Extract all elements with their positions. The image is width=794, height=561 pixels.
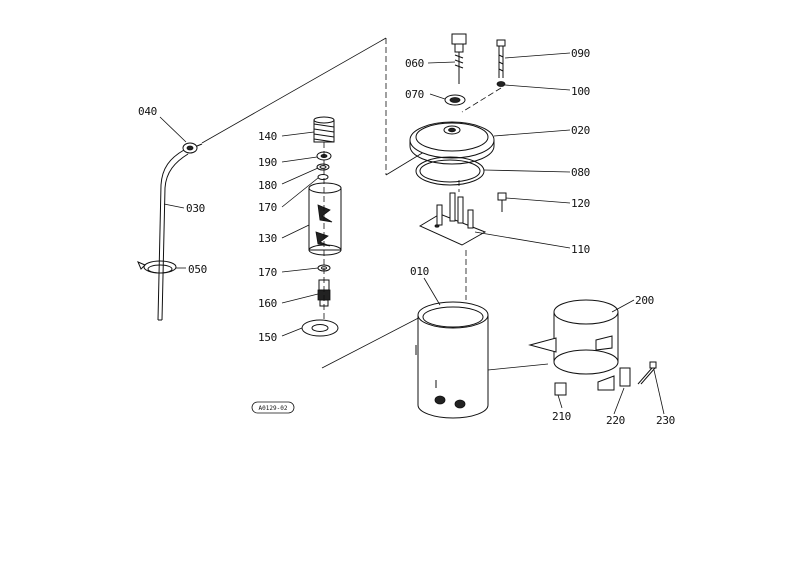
label-200: 200	[635, 294, 654, 307]
head-cover-020	[409, 121, 495, 165]
seal-170-upper	[317, 174, 329, 180]
label-050: 050	[188, 263, 207, 276]
bolt-120	[497, 192, 507, 212]
part-labels: 040 030 050 140 190 180 170 130 170 160 …	[138, 47, 675, 427]
gasket-150	[301, 319, 339, 337]
label-170-upper: 170	[258, 201, 277, 214]
label-090: 090	[571, 47, 590, 60]
label-220: 220	[606, 414, 625, 427]
label-210: 210	[552, 410, 571, 423]
clamp-band-200	[528, 299, 619, 391]
label-080: 080	[571, 166, 590, 179]
washer-100	[496, 81, 506, 87]
label-190: 190	[258, 156, 277, 169]
label-130: 130	[258, 232, 277, 245]
drawing-code-stamp: A0129-02	[251, 401, 295, 414]
washer-070	[444, 94, 466, 106]
label-230: 230	[656, 414, 675, 427]
banjo-fitting-040	[182, 142, 203, 154]
bolt-axis-dash	[461, 87, 502, 113]
o-ring-080	[415, 156, 485, 186]
leader-to-bowl	[321, 311, 431, 369]
label-100: 100	[571, 85, 590, 98]
label-170-lower: 170	[258, 266, 277, 279]
bracket-110	[418, 192, 487, 246]
leader-bowl-to-clamp	[487, 363, 549, 371]
label-120: 120	[571, 197, 590, 210]
label-180: 180	[258, 179, 277, 192]
leader-040-to-lid	[201, 37, 387, 144]
spacer-220	[619, 367, 631, 387]
filter-element-130	[308, 182, 342, 256]
label-110: 110	[571, 243, 590, 256]
label-030: 030	[186, 202, 205, 215]
label-040: 040	[138, 105, 157, 118]
label-140: 140	[258, 130, 277, 143]
label-010: 010	[410, 265, 429, 278]
o-ring-180	[316, 163, 330, 171]
label-020: 020	[571, 124, 590, 137]
fuel-pipe-030	[157, 149, 189, 321]
nut-210	[554, 382, 567, 396]
label-150: 150	[258, 331, 277, 344]
filter-bowl-010	[415, 301, 489, 419]
leader-lines	[159, 52, 665, 415]
drain-plug-160	[317, 279, 331, 307]
label-060: 060	[405, 57, 424, 70]
pipe-clamp-050	[137, 260, 177, 274]
bleed-screw-060	[451, 33, 467, 84]
bolt-090	[496, 39, 506, 78]
svg-text:A0129-02: A0129-02	[259, 405, 288, 412]
label-070: 070	[405, 88, 424, 101]
bolt-230	[637, 361, 657, 385]
spring-140	[313, 116, 335, 143]
label-160: 160	[258, 297, 277, 310]
